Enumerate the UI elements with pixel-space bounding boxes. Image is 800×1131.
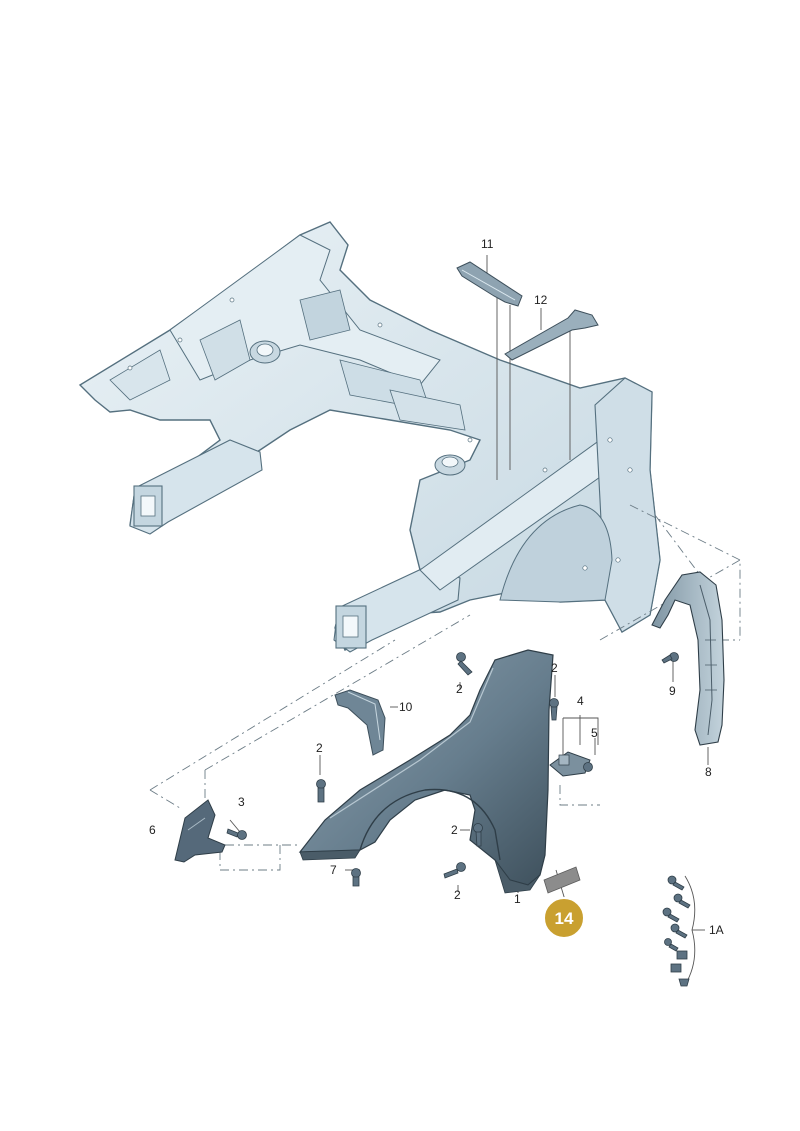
front-rail-left (129, 439, 263, 535)
screw-3 (226, 828, 247, 840)
callout-2-left: 2 (316, 741, 323, 755)
callout-6: 6 (149, 823, 156, 837)
callout-10: 10 (399, 700, 413, 714)
callout-4: 4 (577, 694, 584, 708)
screw-2-bottom (443, 862, 466, 879)
callout-1a: 1A (709, 923, 724, 937)
wheelhouse-right (499, 504, 613, 603)
part-10-support (334, 689, 386, 756)
callout-5: 5 (591, 726, 598, 740)
callout-1: 1 (514, 892, 521, 906)
part-14-label-plate: 14 (543, 866, 585, 939)
callout-12: 12 (534, 293, 548, 307)
part-8-liner (651, 571, 725, 746)
part-4-bracket (549, 751, 591, 777)
part-6-bracket (174, 799, 226, 863)
screws (226, 652, 679, 887)
callout-2-bottom: 2 (454, 888, 461, 902)
highlight-badge-circle (543, 897, 585, 939)
callout-2-middle: 2 (451, 823, 458, 837)
screw-2-left (316, 779, 326, 803)
screw-9 (661, 652, 679, 664)
part-1-fender (298, 649, 554, 894)
callout-7: 7 (330, 863, 337, 877)
highlight-badge-label: 14 (555, 909, 574, 928)
callout-labels: 11 12 10 2 2 4 5 2 3 6 2 7 2 1 9 8 1A (149, 237, 724, 937)
part-1a-fastener-set (662, 875, 691, 987)
assembly-lines (149, 504, 741, 871)
screw-5 (583, 762, 593, 772)
callout-11: 11 (481, 237, 494, 251)
callout-8: 8 (705, 765, 712, 779)
screw-2-middle (473, 823, 483, 847)
screw-2-upper-right (549, 698, 559, 721)
part-11-bracket (456, 261, 523, 307)
callout-2-top: 2 (456, 682, 463, 696)
leader-lines (194, 255, 709, 986)
screw-2-top (456, 652, 473, 676)
screw-7 (351, 868, 361, 887)
part-12-strip (504, 309, 599, 361)
callout-2-upper-right: 2 (551, 661, 558, 675)
callout-3: 3 (238, 795, 245, 809)
body-shell (78, 221, 661, 653)
callout-9: 9 (669, 684, 676, 698)
